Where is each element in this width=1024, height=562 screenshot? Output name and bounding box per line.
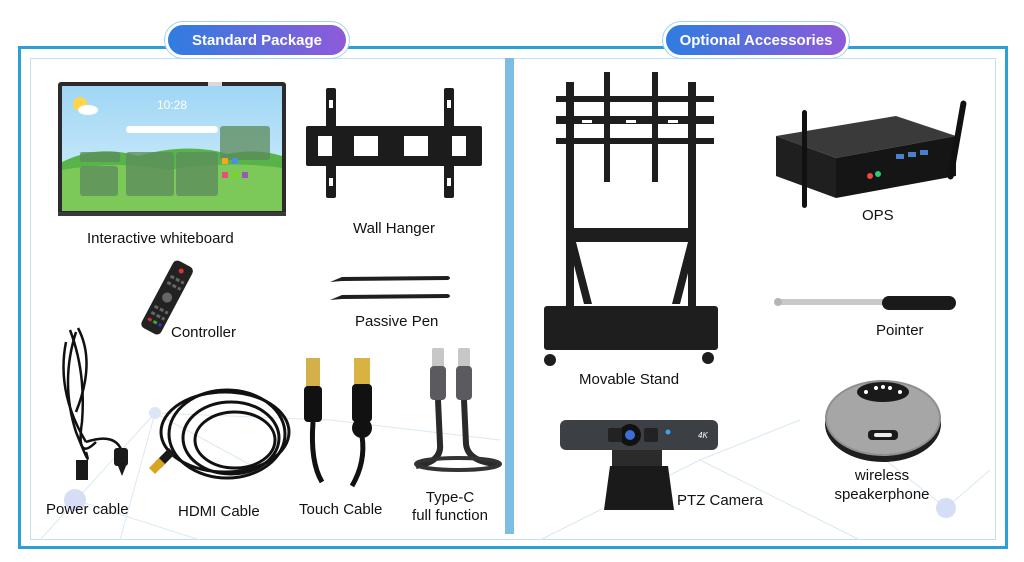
wall-hanger-image <box>304 86 484 204</box>
typec-label-line1: Type-C <box>425 489 475 506</box>
whiteboard-image: 10:28 <box>58 82 286 218</box>
camera-4k-badge: 4K <box>698 431 708 440</box>
power-cable-label: Power cable <box>46 501 129 518</box>
section-divider <box>505 58 514 534</box>
standard-package-header: Standard Package <box>168 25 346 55</box>
pointer-image <box>772 290 958 320</box>
power-cable-image <box>56 322 146 494</box>
wall-hanger-label: Wall Hanger <box>353 220 435 237</box>
ptz-camera-label: PTZ Camera <box>677 492 763 509</box>
movable-stand-label: Movable Stand <box>579 371 680 388</box>
speakerphone-label-line1: wireless <box>854 467 910 484</box>
passive-pen-image <box>326 270 456 310</box>
typec-cable-image <box>402 344 502 476</box>
touch-cable-image <box>296 352 388 492</box>
remote-controller-image <box>132 258 204 338</box>
controller-label: Controller <box>171 324 237 341</box>
pointer-label: Pointer <box>876 322 924 339</box>
touch-cable-label: Touch Cable <box>299 501 383 518</box>
speakerphone-image <box>822 372 944 466</box>
ptz-camera-image: 4K <box>558 418 720 518</box>
hdmi-cable-label: HDMI Cable <box>178 503 260 520</box>
hdmi-cable-image <box>145 382 295 492</box>
ops-label: OPS <box>862 207 894 224</box>
ops-image <box>766 96 972 214</box>
whiteboard-label: Interactive whiteboard <box>87 230 234 247</box>
passive-pen-label: Passive Pen <box>355 313 439 330</box>
typec-label-line2: full function <box>412 507 488 524</box>
optional-accessories-header: Optional Accessories <box>666 25 846 55</box>
speakerphone-label-line2: speakerphone <box>834 486 930 503</box>
movable-stand-image <box>538 72 718 370</box>
screen-time: 10:28 <box>157 98 187 112</box>
